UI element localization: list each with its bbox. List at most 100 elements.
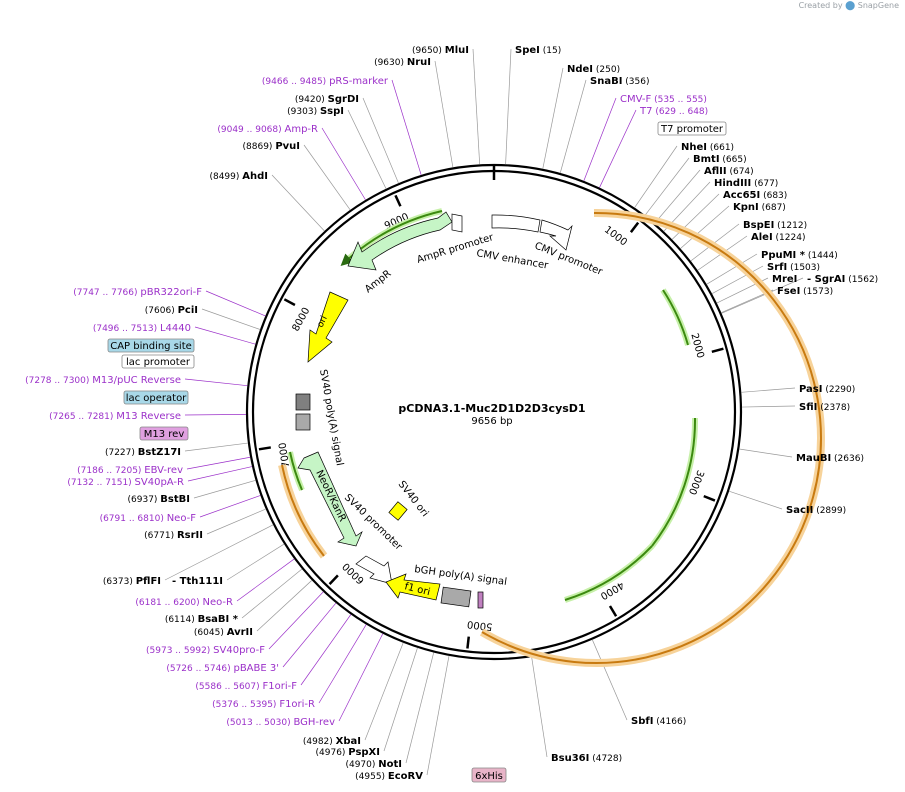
enzyme-aflii: AflII (674) bbox=[704, 166, 754, 177]
site-position: (5586 .. 5607) bbox=[195, 682, 262, 692]
leader-lines bbox=[164, 48, 804, 776]
enzyme-ahdi: (8499) AhdI bbox=[209, 171, 268, 182]
site-name: L4440 bbox=[160, 323, 191, 334]
m13-rev-label: M13 rev bbox=[144, 429, 185, 440]
leader-line bbox=[271, 174, 325, 232]
leader-line bbox=[728, 490, 783, 510]
orf-inner-arrow-1-line bbox=[662, 289, 689, 346]
enzyme-sgrai: - SgrAI (1562) bbox=[807, 274, 878, 285]
site-name: AleI bbox=[751, 232, 773, 243]
site-name: RsrII bbox=[177, 530, 203, 541]
enzyme-srfi: SrfI (1503) bbox=[767, 262, 820, 273]
6xhis-marker bbox=[477, 591, 484, 609]
site-position: (7227) bbox=[105, 448, 138, 458]
site-position: (7265 .. 7281) bbox=[49, 412, 116, 422]
leader-line bbox=[318, 624, 367, 704]
feature-label-neor: NeoR/KanR bbox=[313, 468, 347, 523]
site-name: pRS-marker bbox=[329, 76, 389, 87]
enzyme-ppumi: PpuMI * (1444) bbox=[761, 250, 838, 261]
credit-prefix: Created by bbox=[798, 1, 843, 10]
site-position: (5726 .. 5746) bbox=[166, 664, 233, 674]
site-name: SpeI bbox=[515, 45, 540, 56]
enzyme-sfii: SfiI (2378) bbox=[799, 402, 850, 413]
site-position: (629 .. 648) bbox=[652, 107, 708, 117]
leader-line bbox=[194, 326, 256, 345]
site-position: (9420) bbox=[295, 95, 328, 105]
site-name: SspI bbox=[320, 106, 344, 117]
enzyme-ecorv: (4955) EcoRV bbox=[355, 771, 423, 782]
primer-pbr322ori-f: (7747 .. 7766) pBR322ori-F bbox=[73, 287, 202, 298]
sv40-ori-block bbox=[388, 501, 408, 521]
site-position: (5013 .. 5030) bbox=[226, 718, 293, 728]
neo-inner-arrow-line bbox=[289, 451, 303, 491]
ruler-label: 1000 bbox=[602, 224, 629, 248]
ruler-tick bbox=[258, 446, 271, 451]
site-name: MluI bbox=[445, 45, 469, 56]
site-position: (15) bbox=[540, 46, 561, 56]
site-position: (2290) bbox=[822, 385, 855, 395]
leader-line bbox=[184, 414, 247, 416]
site-position: (8499) bbox=[209, 172, 242, 182]
leader-line bbox=[559, 79, 587, 174]
site-position: (6181 .. 6200) bbox=[135, 598, 202, 608]
leader-line bbox=[434, 60, 454, 168]
site-position: (7186 .. 7205) bbox=[77, 466, 144, 476]
site-position: (4955) bbox=[355, 772, 388, 782]
enzyme-kpni: KpnI (687) bbox=[733, 202, 786, 213]
leader-line bbox=[721, 277, 804, 314]
leader-line bbox=[184, 378, 248, 387]
site-position: (7747 .. 7766) bbox=[73, 288, 140, 298]
site-position: (1212) bbox=[774, 221, 807, 231]
enzyme-rsrii: (6771) RsrII bbox=[144, 530, 203, 541]
site-position: (5376 .. 5395) bbox=[212, 700, 279, 710]
site-position: (8869) bbox=[243, 142, 276, 152]
site-position: (1224) bbox=[773, 233, 806, 243]
enzyme-mlui: (9650) MluI bbox=[412, 45, 469, 56]
site-name: AflII bbox=[704, 166, 727, 177]
site-name: FseI bbox=[777, 286, 800, 297]
site-name: NruI bbox=[407, 57, 431, 68]
primer-sv40pa-r: (7132 .. 7151) SV40pA-R bbox=[67, 477, 184, 488]
ori-arrow bbox=[307, 291, 349, 363]
site-name: HindIII bbox=[714, 178, 751, 189]
leader-line bbox=[300, 614, 352, 686]
enzyme-avrii: (6045) AvrII bbox=[194, 627, 253, 638]
site-name: SnaBI bbox=[590, 76, 622, 87]
enzyme-bsu36i: Bsu36I (4728) bbox=[551, 753, 622, 764]
site-name: pBR322ori-F bbox=[140, 287, 202, 298]
enzyme-sgrdi: (9420) SgrDI bbox=[295, 94, 359, 105]
ruler-tick bbox=[466, 636, 471, 649]
site-name: NotI bbox=[378, 759, 402, 770]
leader-line bbox=[362, 97, 399, 184]
leader-line bbox=[706, 253, 758, 285]
site-name: T7 bbox=[639, 106, 652, 117]
site-position: (683) bbox=[760, 191, 787, 201]
site-position: (356) bbox=[622, 77, 649, 87]
leader-line bbox=[205, 290, 266, 317]
sv40-polya-block bbox=[295, 413, 311, 431]
site-name: Neo-F bbox=[167, 513, 197, 524]
feature-label-ori: ori bbox=[316, 314, 330, 329]
site-position: (6373) bbox=[103, 577, 136, 587]
site-name: NdeI bbox=[567, 64, 593, 75]
site-name: BmtI bbox=[693, 154, 720, 165]
primer-pbabe-3: (5726 .. 5746) pBABE 3' bbox=[166, 663, 279, 674]
site-name: BGH-rev bbox=[293, 717, 335, 728]
enzyme-hindiii: HindIII (677) bbox=[714, 178, 778, 189]
enzyme-snabi: SnaBI (356) bbox=[590, 76, 649, 87]
site-name: M13/pUC Reverse bbox=[92, 375, 181, 386]
site-name: F1ori-F bbox=[263, 681, 298, 692]
site-position: (7606) bbox=[145, 306, 178, 316]
enzyme-tth111i: - Tth111I bbox=[172, 576, 223, 587]
site-name: KpnI bbox=[733, 202, 759, 213]
site-name: Amp-R bbox=[285, 124, 319, 135]
site-name: MreI bbox=[772, 274, 797, 285]
leader-line bbox=[187, 466, 253, 482]
primer-bgh-rev: (5013 .. 5030) BGH-rev bbox=[226, 717, 335, 728]
site-name: EBV-rev bbox=[144, 465, 183, 476]
site-name: BsaBI * bbox=[198, 614, 239, 625]
site-position: (665) bbox=[720, 155, 747, 165]
cmv-enhancer-arrow bbox=[491, 214, 541, 233]
